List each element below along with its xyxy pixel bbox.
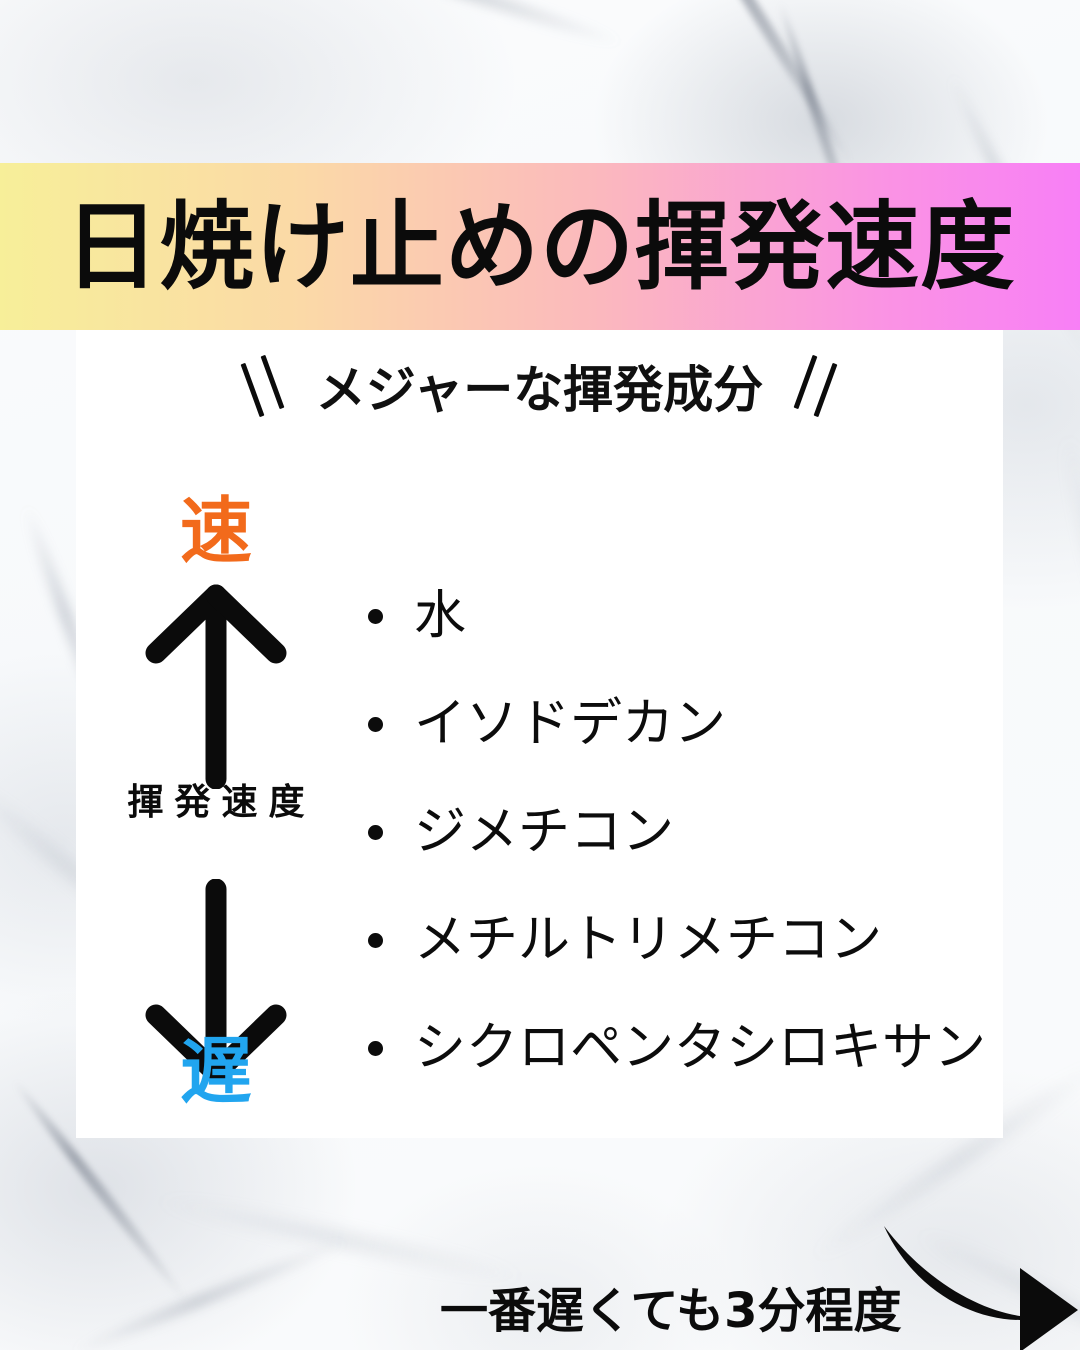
slow-label: 遅 [179, 1029, 252, 1113]
list-item: イソドデカン [358, 670, 998, 778]
list-item: メチルトリメチコン [358, 886, 998, 994]
subtitle-row: メジャーな揮発成分 [76, 354, 1003, 422]
title-banner: 日焼け止めの揮発速度 [0, 163, 1080, 330]
list-item: 水 [358, 562, 998, 670]
arrow-up-icon [145, 584, 287, 789]
content-card: メジャーな揮発成分 速 揮発速度 遅 [76, 330, 1003, 1138]
arrow-down-icon [145, 879, 287, 1084]
curved-arrow-right-icon [884, 1226, 1078, 1350]
list-item: シクロペンタシロキサン [358, 994, 998, 1102]
double-slash-left-icon [236, 354, 290, 422]
ingredient-list: 水 イソドデカン ジメチコン メチルトリメチコン シクロペンタシロキサン [358, 562, 998, 1102]
double-slash-right-icon [789, 354, 843, 422]
subtitle-text: メジャーな揮発成分 [315, 361, 764, 419]
axis-label: 揮発速度 [127, 782, 316, 823]
speed-axis-column: 速 揮発速度 遅 [86, 495, 346, 1125]
list-item: ジメチコン [358, 778, 998, 886]
footer-row: 一番遅くても3分程度 [440, 1226, 1080, 1350]
page-title: 日焼け止めの揮発速度 [64, 190, 1016, 303]
footer-note: 一番遅くても3分程度 [440, 1283, 902, 1339]
fast-label: 速 [179, 489, 252, 573]
